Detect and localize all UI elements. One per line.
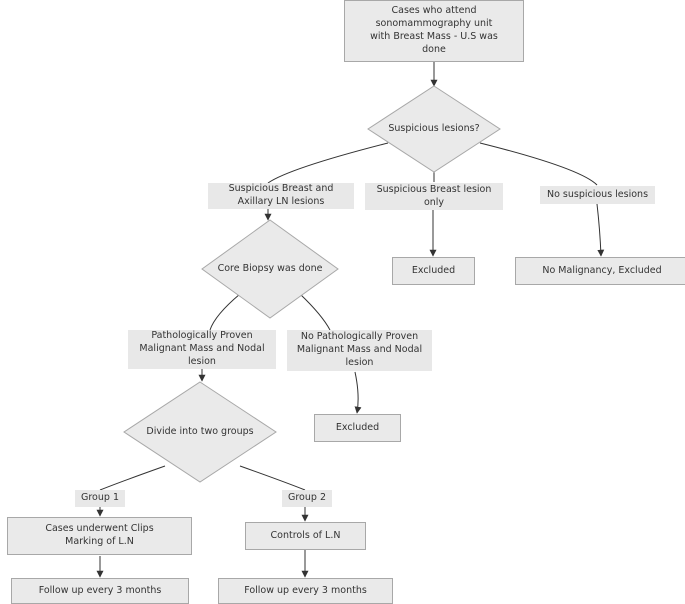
edge-core-to-proven <box>209 293 241 331</box>
node-follow-up-group2: Follow up every 3 months <box>218 578 393 604</box>
node-controls: Controls of L.N <box>245 522 366 550</box>
node-start: Cases who attend sonomammography unit wi… <box>344 0 524 62</box>
edge-label-breast-only: Suspicious Breast lesion only <box>365 183 503 210</box>
edge-label-not-proven: No Pathologically Proven Malignant Mass … <box>287 330 432 371</box>
node-excluded-no-proven: Excluded <box>314 414 401 442</box>
node-excluded-breast-only: Excluded <box>392 257 475 285</box>
edge-label-proven: Pathologically Proven Malignant Mass and… <box>128 330 276 369</box>
node-follow-up-group1: Follow up every 3 months <box>11 578 189 604</box>
node-no-malignancy-excluded: No Malignancy, Excluded <box>515 257 685 285</box>
decision-suspicious-diamond <box>367 85 501 173</box>
decision-divide-text: Divide into two groups <box>146 425 254 437</box>
edge-divide-to-group2 <box>239 465 306 491</box>
edge-label-group2: Group 2 <box>282 490 332 507</box>
decision-divide-diamond <box>123 381 277 483</box>
decision-core-biopsy-diamond <box>201 219 339 319</box>
edge-label-no-suspicious: No suspicious lesions <box>540 186 655 204</box>
decision-core-biopsy-text: Core Biopsy was done <box>217 262 323 274</box>
edge-label-group1: Group 1 <box>75 490 125 507</box>
edge-no-suspicious-to-no-malignancy <box>596 203 605 257</box>
decision-suspicious-text: Suspicious lesions? <box>388 122 480 134</box>
edge-not-proven-to-excluded <box>354 371 362 414</box>
edge-suspicious-to-breast-axillary <box>267 142 389 184</box>
edge-label-breast-and-axillary: Suspicious Breast and Axillary LN lesion… <box>208 183 354 209</box>
edge-core-to-not-proven <box>299 293 331 331</box>
node-clips-marking: Cases underwent Clips Marking of L.N <box>7 517 192 555</box>
edge-divide-to-group1 <box>99 465 166 491</box>
edge-suspicious-to-no-suspicious <box>479 142 598 186</box>
